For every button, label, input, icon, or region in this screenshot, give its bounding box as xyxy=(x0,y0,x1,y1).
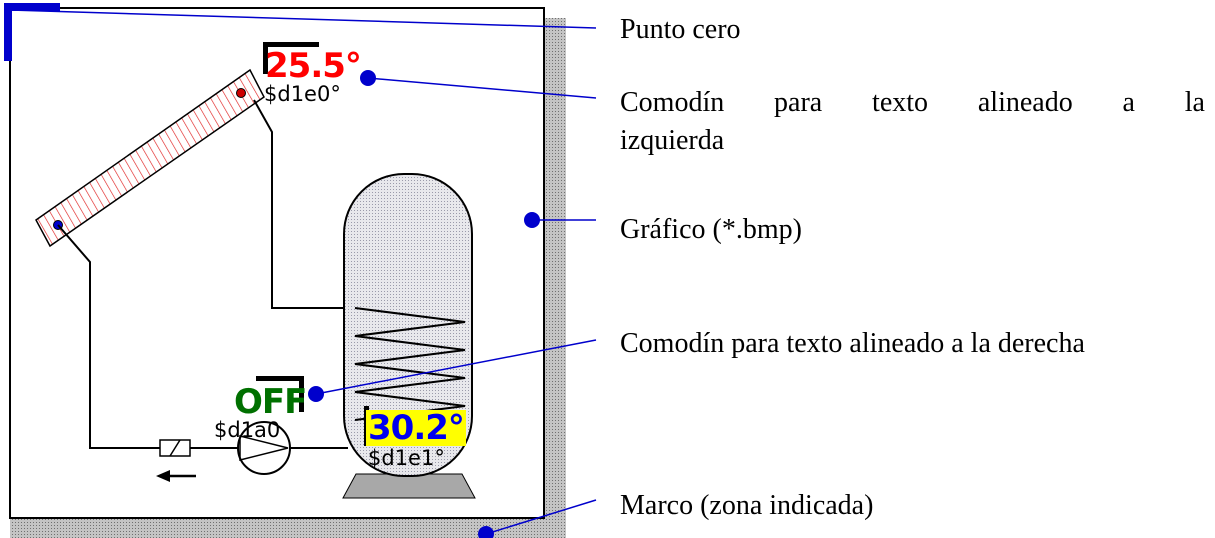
collector-temperature-value: 25.5° xyxy=(265,46,362,86)
storage-tank xyxy=(342,173,476,499)
label-marco: Marco (zona indicada) xyxy=(620,490,874,521)
piping xyxy=(57,99,355,449)
collector-sensor-icon xyxy=(236,88,246,98)
pump-icon xyxy=(237,421,291,475)
label-comodin-izquierda-line1: Comodín para texto alineado a la xyxy=(620,87,1205,118)
check-valve-icon xyxy=(159,439,191,457)
label-comodin-izquierda: Comodín para texto alineado a la izquier… xyxy=(620,84,1205,160)
frame-border xyxy=(9,7,545,519)
tank-temperature-value: 30.2° xyxy=(366,408,466,448)
heat-exchanger-coil xyxy=(354,307,466,421)
tank-body xyxy=(343,173,473,477)
solar-collector xyxy=(35,68,265,248)
frame-right-shadow xyxy=(544,18,566,518)
label-punto-cero: Punto cero xyxy=(620,14,741,45)
frame-bottom-shadow xyxy=(10,518,566,538)
label-comodin-derecha: Comodín para texto alineado a la derecha xyxy=(620,328,1085,359)
flow-arrow-icon xyxy=(156,470,196,482)
label-grafico: Gráfico (*.bmp) xyxy=(620,214,802,245)
frame-area xyxy=(9,7,566,538)
label-comodin-izquierda-line2: izquierda xyxy=(620,125,725,156)
pump-state-value: OFF xyxy=(234,382,307,422)
pump-state-placeholder: $d1a0 xyxy=(214,418,281,442)
collector-temperature-placeholder: $d1e0° xyxy=(264,82,341,106)
tank-base xyxy=(342,473,476,499)
pointer-lines xyxy=(9,9,597,535)
zero-point-marker xyxy=(4,3,60,61)
pointer-dots xyxy=(308,70,540,538)
tank-temperature-placeholder: $d1e1° xyxy=(368,446,445,470)
